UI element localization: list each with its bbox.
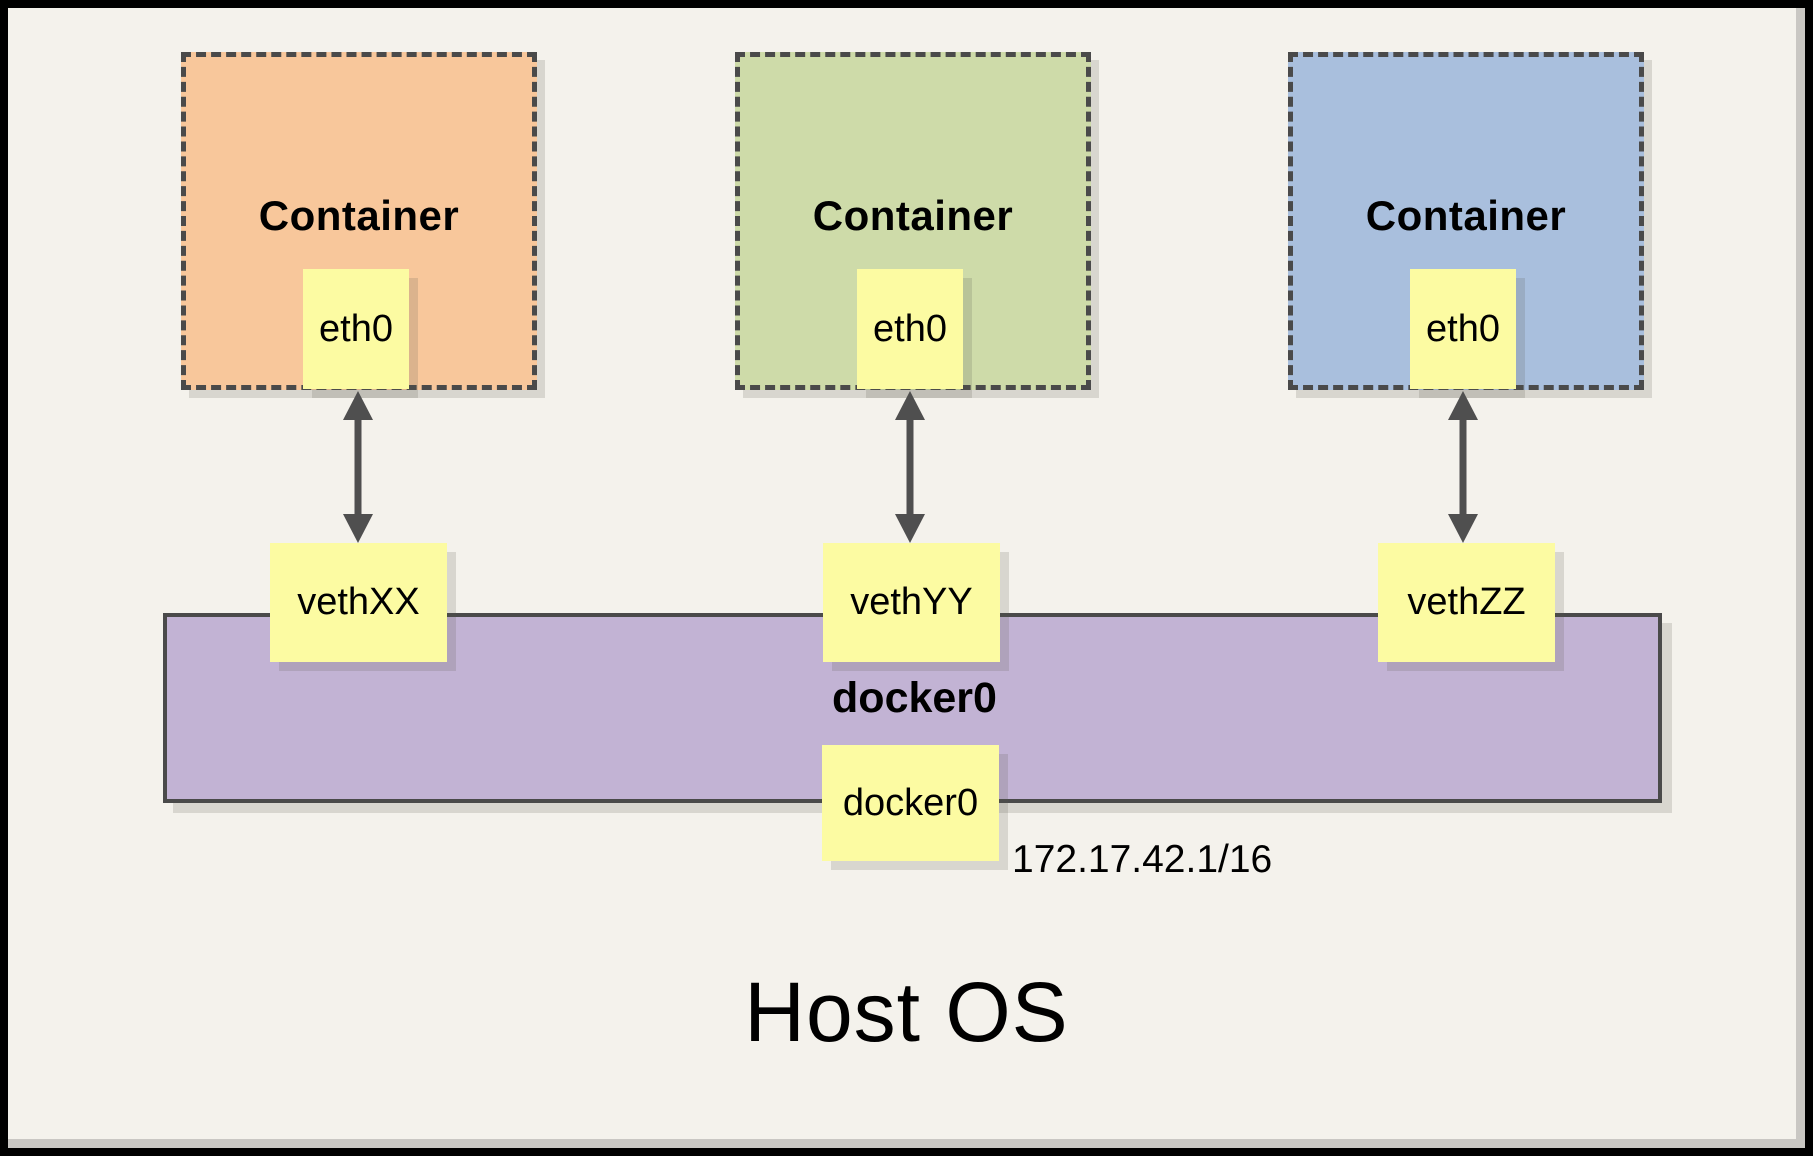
eth0-label-2: eth0 [873,307,947,350]
bridge-ip-address: 172.17.42.1/16 [1012,838,1273,881]
docker0-interface-box: docker0 [822,745,999,861]
eth0-label-3: eth0 [1426,307,1500,350]
vethXX-interface-box: vethXX [270,543,447,662]
double-arrow-3 [1448,391,1478,543]
eth0-interface-box-3: eth0 [1410,269,1516,389]
double-arrow-1 [343,391,373,543]
eth0-interface-box-2: eth0 [857,269,963,389]
vethZZ-interface-box: vethZZ [1378,543,1555,662]
vethXX-label: vethXX [297,581,420,623]
double-arrow-2 [895,391,925,543]
container-label-2: Container [812,192,1014,239]
container-label-3: Container [1365,192,1567,239]
eth0-label-1: eth0 [319,307,393,350]
host-os-label: Host OS [744,965,1069,1059]
vethZZ-label: vethZZ [1407,581,1526,623]
vethYY-label: vethYY [850,581,973,623]
eth0-interface-box-1: eth0 [303,269,409,389]
vethYY-interface-box: vethYY [823,543,1000,662]
container-label-1: Container [258,192,460,239]
docker0-bridge-label: docker0 [832,674,997,722]
docker0-interface-label: docker0 [842,781,979,824]
